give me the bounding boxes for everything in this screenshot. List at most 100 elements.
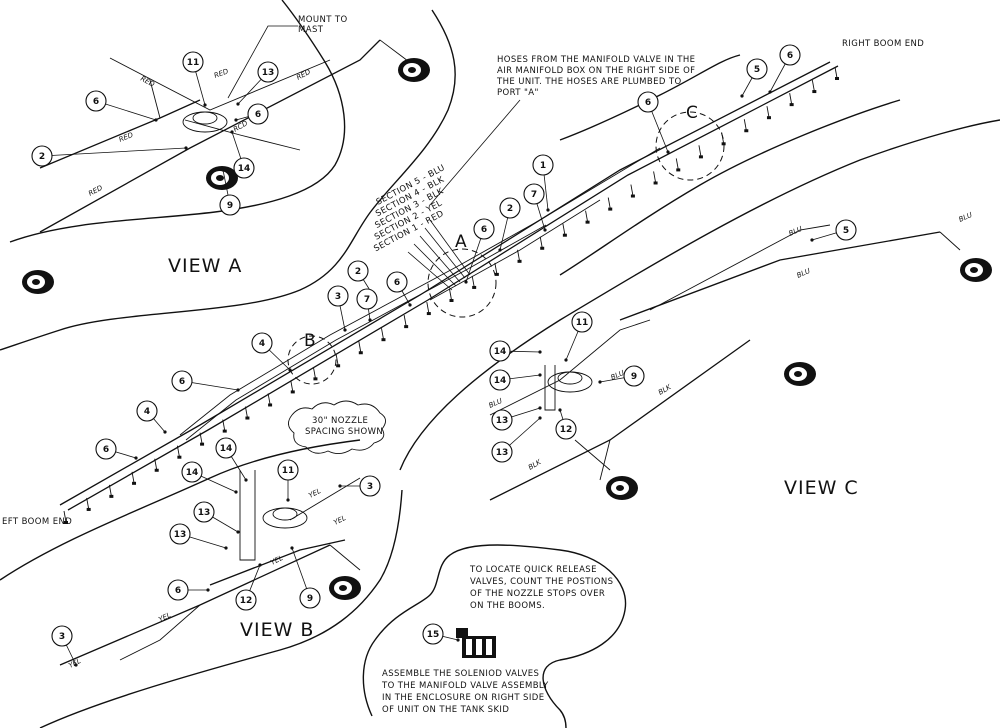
nozzle-tip xyxy=(290,390,295,394)
callout-circle xyxy=(193,501,215,523)
callout-arrow-tip xyxy=(810,238,814,242)
detail-circle-c xyxy=(655,111,725,181)
nozzle-drop xyxy=(154,458,158,470)
nozzle-drop xyxy=(471,275,475,288)
nozzle-tip xyxy=(109,494,114,498)
callout-arrow-tip xyxy=(666,150,670,154)
wire-label-blu: BLU xyxy=(958,211,974,224)
note-line: ASSEMBLE THE SOLENIOD VALVES xyxy=(382,669,539,679)
callout-circle xyxy=(499,197,521,219)
callout-arrow-tip xyxy=(258,563,262,567)
callout-circle xyxy=(85,90,107,112)
callout-circle xyxy=(136,400,158,422)
callout-arrow-tip xyxy=(598,380,602,384)
nozzle-drop xyxy=(267,393,271,405)
nozzle-tip xyxy=(540,246,545,250)
callout-number: 3 xyxy=(335,292,341,302)
callout-number: 11 xyxy=(576,318,589,328)
callout-number: 7 xyxy=(364,295,370,305)
nozzle-tip xyxy=(132,481,137,485)
assemble-note: ASSEMBLE THE SOLENIOD VALVES TO THE MANI… xyxy=(381,669,549,715)
callout-arrow-tip xyxy=(234,490,238,494)
callout-circle xyxy=(473,218,495,240)
callout-number: 4 xyxy=(259,339,265,349)
note-line: MAST xyxy=(298,25,324,35)
callout-arrow-tip xyxy=(558,408,562,412)
callout-number: 6 xyxy=(645,98,651,108)
callout-number: 12 xyxy=(240,596,253,606)
nozzle-drop xyxy=(176,445,180,457)
callout-number: 13 xyxy=(496,448,509,458)
wire-label-yel: YEL xyxy=(157,611,172,624)
callout-number: 2 xyxy=(355,267,361,277)
nozzle-tip xyxy=(222,429,227,433)
callout-arrow-tip xyxy=(768,90,772,94)
callout-circle xyxy=(233,157,255,179)
note-line: TO THE MANIFOLD VALVE ASSEMBLY xyxy=(381,681,549,691)
wire-label-red: RED xyxy=(213,67,230,80)
nozzle-tip xyxy=(494,272,499,276)
wire-label-red: RED xyxy=(295,68,312,82)
callout-circle xyxy=(171,370,193,392)
callout-number: 13 xyxy=(262,68,275,78)
callout-circle xyxy=(491,409,513,431)
nozzle-spacing-cloud xyxy=(288,400,386,454)
nozzle-tip xyxy=(86,507,91,511)
nozzle-tip xyxy=(449,299,454,302)
hoses-leader xyxy=(429,99,521,206)
note-line: PORT "A" xyxy=(497,88,539,98)
callout-arrow-tip xyxy=(244,478,248,482)
nozzle-tip xyxy=(381,338,386,342)
nozzle-spacing-note: 30" NOZZLE SPACING SHOWN xyxy=(305,416,383,437)
callout-arrow-tip xyxy=(456,638,460,642)
nozzle-drop xyxy=(86,497,90,510)
nozzle-drop xyxy=(562,223,566,235)
callout-number: 4 xyxy=(144,407,150,417)
detail-letter-a: A xyxy=(455,232,467,252)
callout-circle xyxy=(235,589,257,611)
view-c-title: VIEW C xyxy=(784,477,859,499)
nozzle-tip xyxy=(426,312,431,316)
callout-circle xyxy=(623,365,645,387)
callout-arrow-tip xyxy=(368,318,372,322)
wire-label-blu: BLU xyxy=(796,267,812,280)
callout-number: 1 xyxy=(540,161,546,171)
left-boom-end-label: EFT BOOM END xyxy=(2,517,72,527)
callout-number: 3 xyxy=(367,482,373,492)
nozzle-drop xyxy=(312,367,316,379)
view-b-title: VIEW B xyxy=(240,619,314,641)
nozzle-drop xyxy=(358,341,362,353)
note-line: ON THE BOOMS. xyxy=(470,601,545,611)
callout-circle xyxy=(571,311,593,333)
enclosure-note-boundary xyxy=(362,544,627,728)
detail-circle-a xyxy=(427,248,497,318)
callout-arrow-tip xyxy=(134,456,138,460)
callout-arrow-tip xyxy=(234,118,238,122)
callout-circle xyxy=(422,623,444,645)
mount-to-mast-note: MOUNT TO MAST xyxy=(298,15,347,35)
callout-arrow-tip xyxy=(408,303,412,307)
note-line: IN THE ENCLOSURE ON RIGHT SIDE xyxy=(382,693,544,703)
right-boom-end-label: RIGHT BOOM END xyxy=(842,39,924,49)
callout-number: 6 xyxy=(255,110,261,120)
callout-circle xyxy=(356,288,378,310)
nozzle-tip xyxy=(630,194,635,198)
callout-number: 14 xyxy=(220,444,233,454)
callout-circle xyxy=(31,145,53,167)
callout-circle xyxy=(219,194,241,216)
callout-circle xyxy=(835,219,857,241)
wire-label-red: RED xyxy=(118,131,135,144)
wire-label-blu: BLU xyxy=(488,397,504,410)
callout-arrow-tip xyxy=(203,103,207,107)
nozzle-drop xyxy=(403,315,407,327)
callout-number: 9 xyxy=(227,201,233,211)
nozzle-tip xyxy=(268,403,273,407)
view-c-boundary-left xyxy=(559,99,901,276)
detail-letter-c: C xyxy=(686,103,698,123)
nozzle-drop xyxy=(834,66,838,79)
callout-circle xyxy=(491,441,513,463)
nozzle-tip xyxy=(64,521,68,524)
nozzle-tip xyxy=(608,207,613,211)
